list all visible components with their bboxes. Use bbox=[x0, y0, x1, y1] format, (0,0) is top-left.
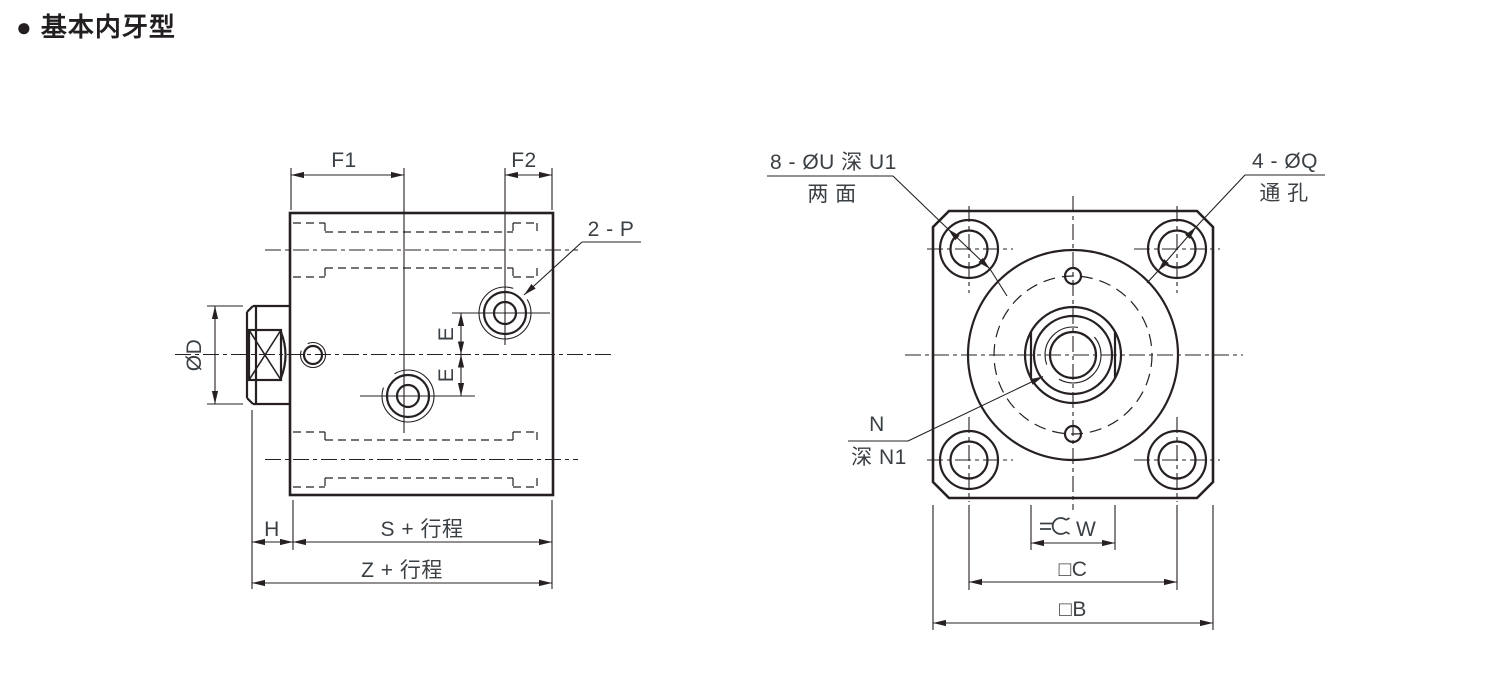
counterbore-leader bbox=[767, 175, 1008, 297]
label-f2: F2 bbox=[511, 149, 537, 172]
label-ports: 2 - P bbox=[588, 218, 635, 241]
wrench-flats bbox=[1029, 332, 1117, 378]
label-z-stroke: Z + 行程 bbox=[361, 559, 443, 582]
center-bore bbox=[1023, 305, 1123, 405]
label-counterbore: 8 - ØU 深 U1 bbox=[770, 151, 897, 174]
body-square-outline bbox=[931, 209, 1215, 500]
label-square-b: □B bbox=[1059, 598, 1087, 621]
label-through-holes: 4 - ØQ bbox=[1252, 150, 1318, 173]
label-w: W bbox=[1076, 518, 1096, 541]
label-f1: F1 bbox=[331, 149, 357, 172]
through-hole-leader bbox=[1146, 174, 1325, 284]
label-through-holes-note: 通 孔 bbox=[1259, 182, 1308, 205]
label-s-stroke: S + 行程 bbox=[381, 518, 464, 541]
port-top bbox=[452, 286, 550, 340]
hidden-guide-bores bbox=[293, 222, 538, 488]
label-e-upper: E bbox=[435, 327, 458, 342]
small-hole bbox=[299, 341, 327, 369]
rod-boss bbox=[245, 304, 290, 406]
small-hole-top bbox=[1063, 266, 1083, 286]
right-dimension-lines bbox=[933, 539, 1213, 627]
page-title: ● 基本内牙型 bbox=[16, 12, 176, 42]
label-counterbore-note: 两 面 bbox=[807, 183, 856, 206]
label-thread-depth: 深 N1 bbox=[851, 446, 907, 469]
thread-leader bbox=[848, 376, 1044, 442]
rod-end-cross bbox=[248, 329, 282, 381]
cylinder-body-outline bbox=[288, 211, 555, 497]
label-e-lower: E bbox=[435, 368, 458, 383]
left-view: F1 F2 2 - P ØD E E H S + 行程 Z + 行程 bbox=[175, 149, 641, 589]
label-square-c: □C bbox=[1059, 558, 1088, 581]
rod-end-flats bbox=[247, 328, 283, 382]
port-leader bbox=[523, 241, 641, 296]
flange-circle bbox=[966, 248, 1180, 462]
corner-hole-bottom-left bbox=[938, 429, 1000, 491]
corner-hole-bottom-right bbox=[1146, 429, 1208, 491]
port-bottom bbox=[360, 369, 475, 423]
bolt-circle bbox=[993, 275, 1153, 435]
left-dimension-lines bbox=[211, 171, 552, 587]
label-rod-diameter: ØD bbox=[183, 339, 206, 372]
right-centerlines bbox=[905, 196, 1243, 510]
left-extension-lines bbox=[207, 168, 553, 589]
small-hole-bottom bbox=[1063, 424, 1083, 444]
left-centerlines bbox=[175, 249, 615, 461]
label-thread: N bbox=[869, 413, 885, 436]
rod-end-arc bbox=[279, 331, 287, 379]
wrench-icon bbox=[1040, 517, 1070, 535]
right-view: 8 - ØU 深 U1 两 面 4 - ØQ 通 孔 N 深 N1 W □C □… bbox=[767, 150, 1325, 630]
label-h: H bbox=[264, 518, 280, 541]
